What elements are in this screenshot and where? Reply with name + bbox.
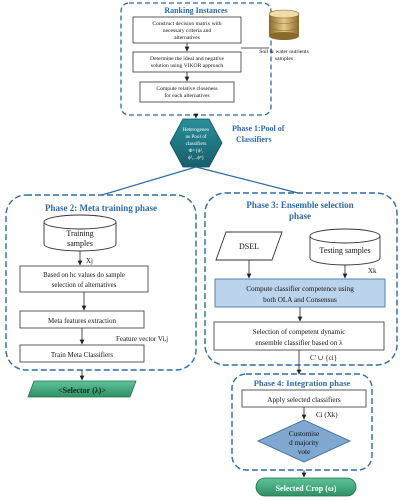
database-label-line-2: samples	[275, 56, 293, 62]
phase-1-title-line-1: Phase 1:Pool of	[232, 124, 285, 133]
ranking-step-3-box	[139, 81, 235, 103]
ranking-step-3-line-2: for each alternatives	[164, 92, 209, 99]
hex-line-5: ϕ²,...ϕⁿ}	[188, 155, 205, 161]
phase-3-group: Phase 3: Ensemble selection phase DSEL T…	[204, 192, 398, 375]
phase-2-group: Phase 2: Meta training phase Training sa…	[5, 194, 197, 398]
ranking-step-2-line-2: solution using VIKOR approach	[151, 63, 224, 69]
classifier-pool-hexagon	[169, 118, 223, 168]
sample-selection-box	[19, 265, 149, 293]
train-meta-box	[19, 344, 145, 363]
dsel-label: DSEL	[239, 242, 259, 251]
ranking-step-1-line-3: alternatives	[174, 35, 200, 41]
compute-line-2: both OLA and Consensus	[263, 296, 337, 304]
feature-vector-label: Feature vector Vi,j	[116, 335, 168, 343]
ranking-step-3-line-1: Compute relative closeness	[156, 86, 217, 92]
hex-line-2: us Pool of	[185, 133, 206, 140]
ranking-step-1-line-1: Construct decision matrix with	[152, 21, 221, 27]
ranking-step-2-box	[132, 51, 242, 73]
ranking-step-1-line-2: necessary criteria and	[163, 28, 212, 34]
sample-selection-line-2: selection of alternatives	[52, 282, 117, 289]
ranking-step-2-line-1: Determine the ideal and negative	[150, 56, 224, 62]
train-meta-label: Train Meta Classifiers	[51, 351, 114, 359]
xk-label: Xk	[368, 267, 377, 275]
phase-2-frame	[5, 194, 197, 371]
vote-line-2: d majority	[289, 439, 319, 447]
compute-line-1: Compute classifier competence using	[246, 285, 354, 293]
phase-3-title-line-1: Phase 3: Ensemble selection	[246, 200, 353, 210]
dynamic-selection-line-1: Selection of competent dynamic	[253, 328, 346, 336]
phase-1-title-line-2: Classifiers	[236, 135, 272, 144]
ranking-title: Ranking Instances	[164, 6, 227, 15]
phase-3-frame	[204, 192, 398, 366]
hex-line-4: Φ={ϕ¹,	[189, 148, 204, 154]
selected-crop-label: Selected Crop (ω)	[276, 484, 337, 493]
testing-samples-cylinder	[309, 228, 381, 266]
database-icon	[268, 9, 300, 40]
pool-to-phase2-line	[101, 166, 197, 196]
apply-classifiers-label: Apply selected classifiers	[267, 396, 341, 404]
pool-to-phase3-line	[195, 166, 299, 194]
vote-line-1: Customise	[289, 430, 319, 438]
database-label-line-1: Soil & water nutrients	[259, 49, 309, 55]
union-label: C' ∪ {ci}	[310, 354, 337, 362]
compute-competence-box	[214, 278, 386, 308]
xj-label: Xj	[86, 257, 93, 265]
dsel-parallelogram	[215, 231, 283, 261]
phase-3-title-line-2: phase	[289, 211, 311, 221]
training-samples-line-2: samples	[67, 239, 93, 248]
vote-line-3: vote	[298, 448, 310, 456]
hex-line-1: Heterogeneo	[183, 127, 210, 133]
phase-2-title: Phase 2: Meta training phase	[45, 203, 157, 213]
phase-4-frame	[231, 373, 373, 471]
training-samples-line-1: Training	[66, 229, 93, 238]
selected-crop-pill	[255, 477, 357, 497]
training-samples-cylinder	[43, 214, 117, 252]
testing-samples-label: Testing samples	[319, 246, 370, 255]
phase-4-group: Phase 4: Integration phase Apply selecte…	[231, 373, 373, 497]
dynamic-selection-line-2: ensemble classifier based on λ	[255, 339, 343, 347]
selector-box	[27, 380, 137, 398]
hex-line-3: classifiers	[186, 140, 207, 147]
selector-label: <Selector (λ)>	[58, 386, 106, 395]
phase-1-group: Heterogeneo us Pool of classifiers Φ={ϕ¹…	[101, 118, 299, 196]
phase-4-title: Phase 4: Integration phase	[254, 378, 351, 388]
ranking-instances-group: Ranking Instances Construct decision mat…	[120, 2, 309, 119]
meta-features-label: Meta features extraction	[48, 317, 117, 325]
dynamic-selection-box	[213, 321, 385, 351]
majority-vote-diamond	[256, 419, 352, 463]
ci-label: Ci (Xk)	[316, 411, 338, 419]
sample-selection-line-1: Based on hc values do sample	[43, 272, 125, 279]
